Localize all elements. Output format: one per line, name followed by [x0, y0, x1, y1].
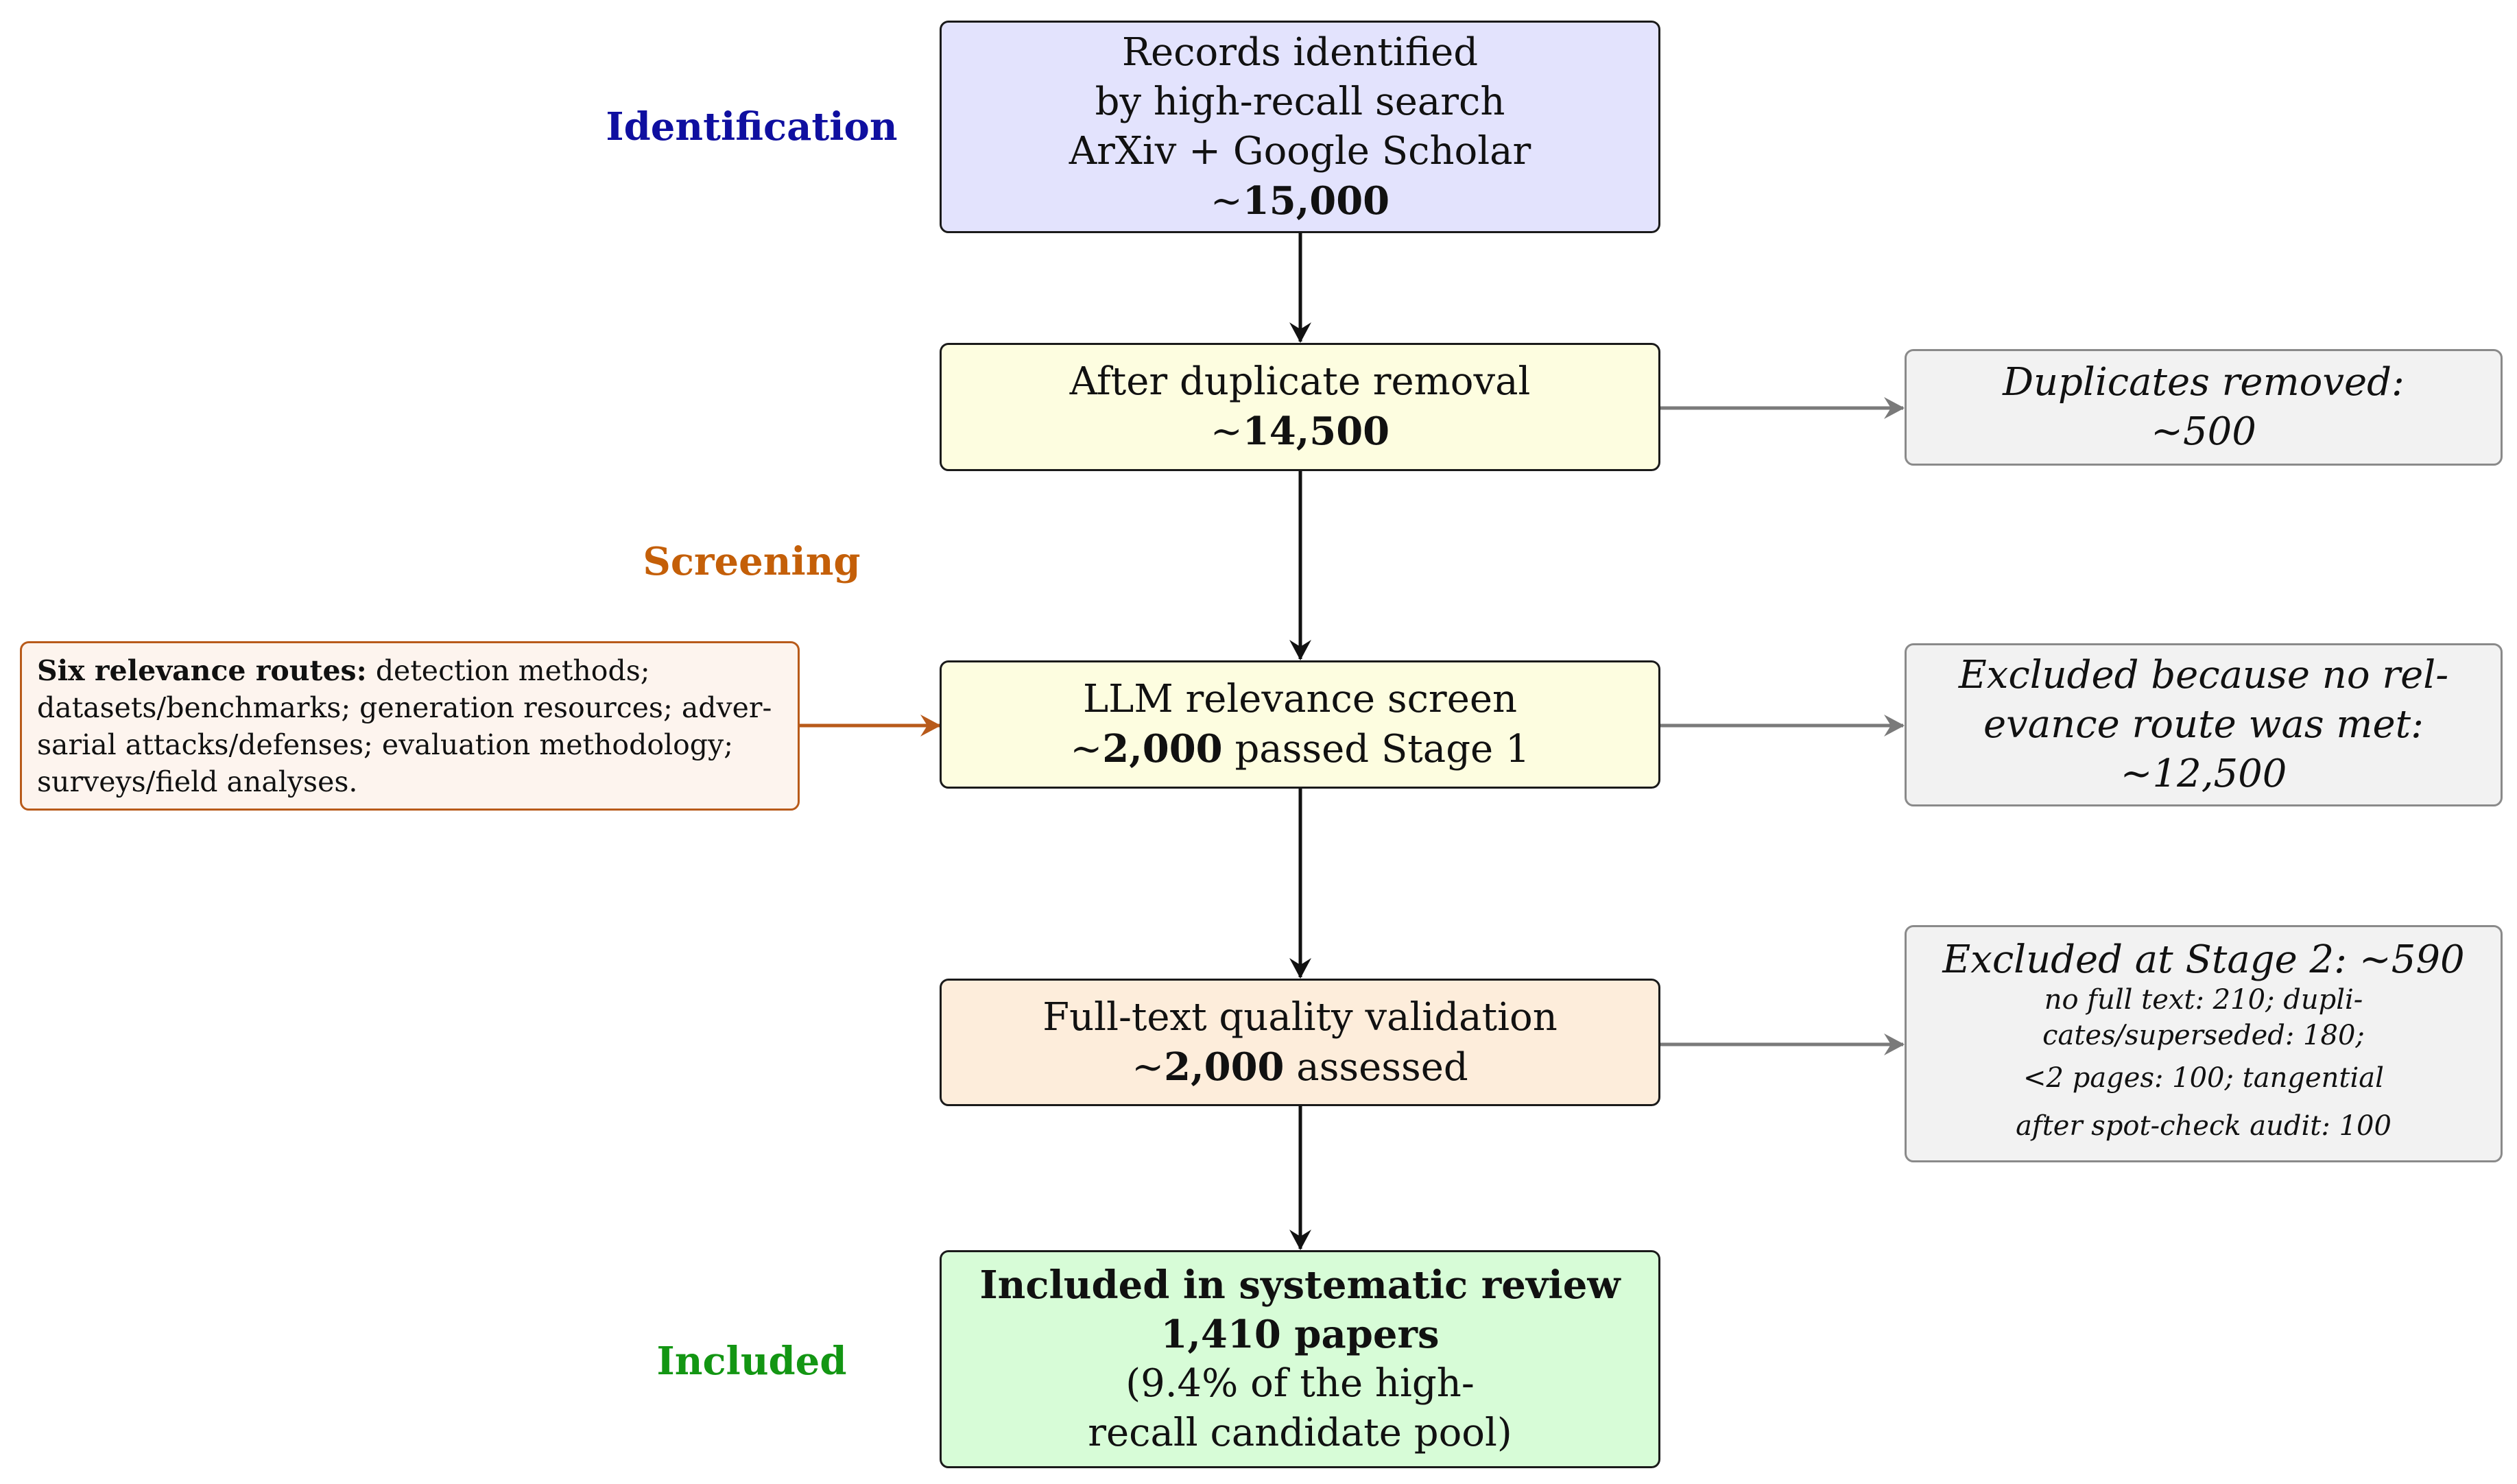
count-suffix: passed Stage 1: [1222, 727, 1530, 771]
box-line: sarial attacks/defenses; evaluation meth…: [37, 728, 734, 761]
arrowhead: [1884, 1033, 1905, 1055]
box-six-relevance-routes: Six relevance routes: detection methods;…: [20, 641, 800, 811]
arrowhead: [1289, 640, 1311, 660]
box-after-duplicate-removal: After duplicate removal ~14,500: [940, 343, 1660, 471]
exclusion-reasons: no full text: 210; dupli- cates/supersed…: [2016, 983, 2391, 1150]
record-count: 14,500: [1242, 409, 1390, 454]
arrowhead: [1289, 958, 1311, 979]
box-count-line: ~2,000 assessed: [1132, 1042, 1468, 1092]
box-line: ~500: [2151, 409, 2256, 454]
approx-symbol: ~: [1132, 1044, 1165, 1090]
approx-symbol: ~: [1070, 727, 1103, 771]
box-count-line: ~14,500: [1210, 407, 1389, 457]
routes-label: Six relevance routes:: [37, 654, 367, 687]
side-flow-arrows: [800, 397, 1905, 1055]
stage-label-included: Included: [656, 1339, 847, 1384]
box-excluded-stage-2: Excluded at Stage 2: ~590 no full text: …: [1905, 925, 2503, 1162]
box-line: Duplicates removed:: [2003, 360, 2405, 405]
stage-label-identification: Identification: [606, 104, 898, 149]
arrowhead: [1289, 1230, 1311, 1250]
arrowhead: [920, 715, 941, 737]
record-count: 2,000: [1164, 1044, 1285, 1090]
arrowhead: [1884, 397, 1905, 419]
arrowhead: [1884, 715, 1905, 737]
approx-symbol: ~: [1210, 178, 1243, 224]
record-count: 15,000: [1242, 178, 1390, 224]
box-excluded-stage-1: Excluded because no rel- evance route wa…: [1905, 643, 2503, 806]
box-line: After duplicate removal: [1069, 359, 1531, 404]
approx-symbol: ~: [1210, 409, 1243, 454]
box-line: LLM relevance screen: [1082, 677, 1518, 721]
box-count-line: ~15,000: [1210, 176, 1389, 226]
box-line: Six relevance routes: detection methods;: [37, 652, 650, 689]
box-line: Excluded because no rel-: [1958, 653, 2449, 697]
box-line: recall candidate pool): [1088, 1411, 1512, 1455]
box-full-text-quality-validation: Full-text quality validation ~2,000 asse…: [940, 979, 1660, 1106]
included-paper-count: 1,410 papers: [1160, 1312, 1440, 1357]
box-llm-relevance-screen: LLM relevance screen ~2,000 passed Stage…: [940, 660, 1660, 789]
record-count: 2,000: [1102, 726, 1223, 771]
box-line: Included in systematic review: [979, 1262, 1621, 1308]
box-included-in-review: Included in systematic review 1,410 pape…: [940, 1250, 1660, 1468]
box-line: ArXiv + Google Scholar: [1069, 128, 1531, 173]
routes-text: detection methods;: [366, 654, 650, 687]
box-line: after spot-check audit: 100: [2016, 1110, 2391, 1142]
box-line: ~12,500: [2120, 752, 2287, 796]
box-line: Records identified: [1121, 29, 1479, 75]
count-suffix: assessed: [1284, 1044, 1468, 1090]
box-title: Excluded at Stage 2: ~590: [1942, 937, 2465, 982]
box-line: (9.4% of the high-: [1125, 1361, 1475, 1406]
box-line: cates/superseded: 180;: [2042, 1020, 2365, 1051]
box-count-line: ~2,000 passed Stage 1: [1070, 724, 1529, 774]
box-line: datasets/benchmarks; generation resource…: [37, 691, 772, 724]
box-duplicates-removed: Duplicates removed: ~500: [1905, 349, 2503, 466]
arrowhead: [1289, 322, 1311, 343]
box-line: by high-recall search: [1095, 79, 1505, 124]
box-line: surveys/field analyses.: [37, 765, 358, 798]
main-flow-arrows: [1289, 233, 1311, 1250]
box-line: evance route was met:: [1983, 702, 2424, 747]
stage-label-screening: Screening: [643, 539, 861, 584]
box-line: Full-text quality validation: [1042, 994, 1558, 1040]
box-line: no full text: 210; dupli-: [2044, 984, 2363, 1016]
box-line: <2 pages: 100; tangential: [2023, 1062, 2384, 1094]
box-records-identified: Records identified by high-recall search…: [940, 21, 1660, 233]
